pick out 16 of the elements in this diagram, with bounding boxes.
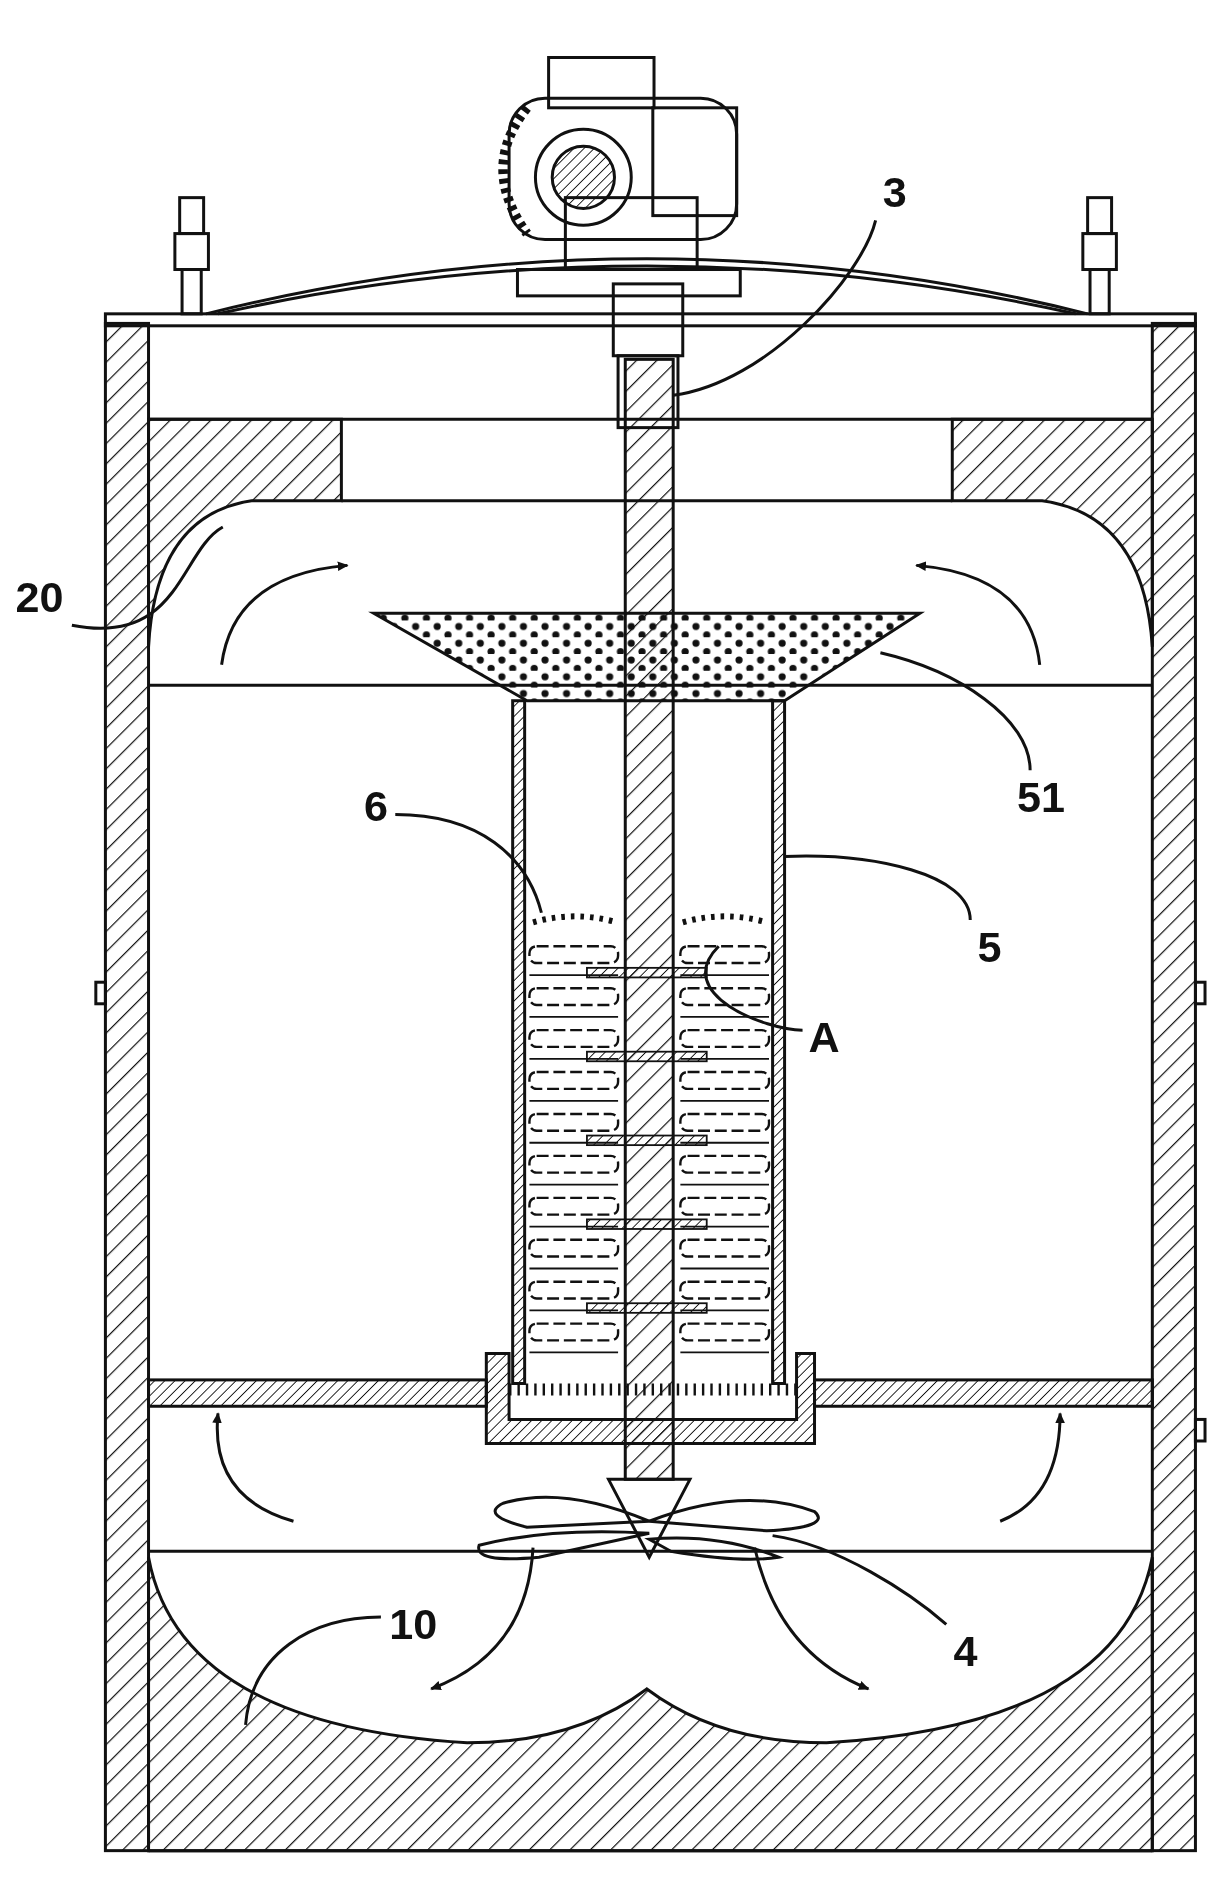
callout-number: A: [804, 1012, 844, 1063]
callout-number: 4: [948, 1626, 983, 1677]
leader-line: [880, 651, 1032, 771]
leader-line: [772, 1534, 948, 1626]
leader-line: [784, 854, 972, 921]
callout-number: 10: [383, 1599, 444, 1650]
callout-number: 6: [359, 781, 393, 832]
callout-number: 51: [1010, 772, 1071, 823]
callout-number: 3: [878, 167, 912, 218]
leader-line: [395, 813, 543, 914]
leader-line: [704, 945, 803, 1032]
leader-line: [672, 219, 878, 397]
leader-line: [71, 525, 224, 630]
callout-number: 20: [9, 572, 70, 623]
leader-line: [244, 1615, 381, 1726]
callout-number: 5: [972, 922, 1007, 973]
